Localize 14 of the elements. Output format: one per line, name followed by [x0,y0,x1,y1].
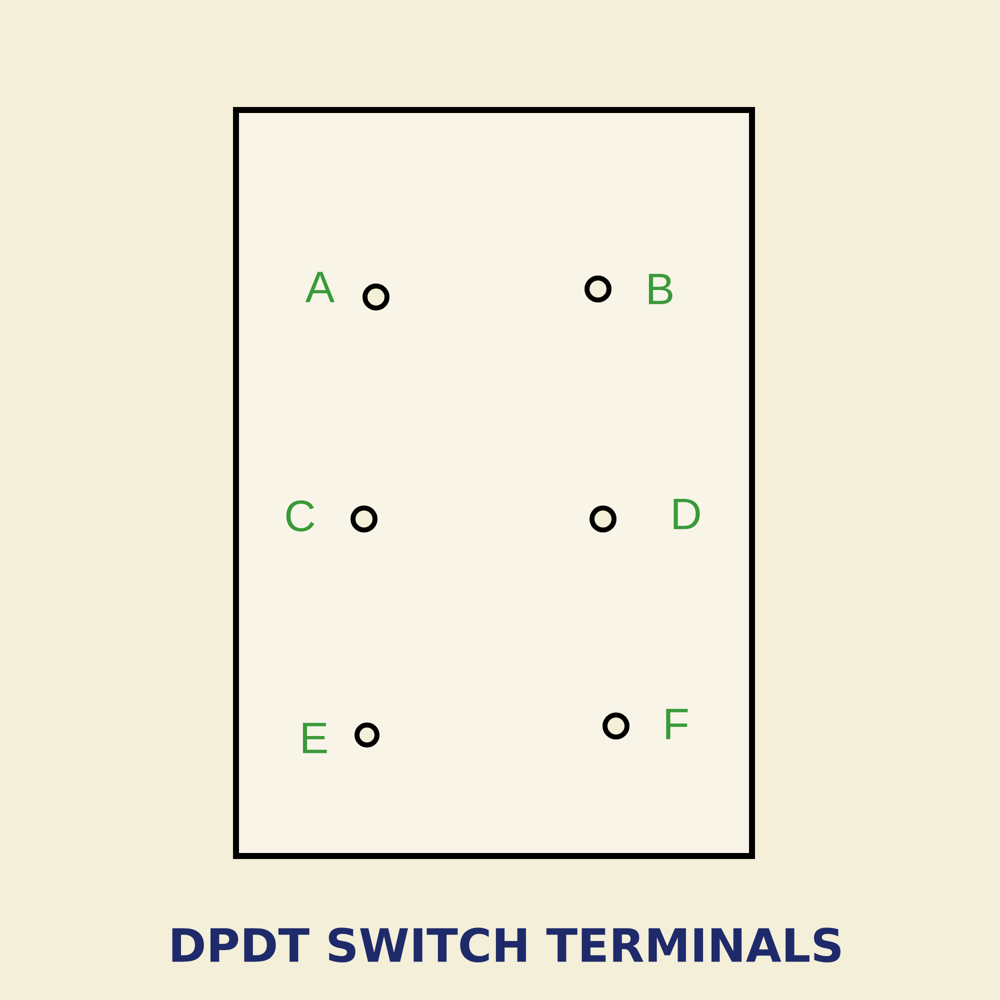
terminal-label: F [666,708,688,740]
terminal-circle [602,712,630,740]
terminal-label: A [305,272,335,302]
terminal-circle [362,284,390,310]
terminal-circle [584,276,612,302]
terminal-circle [590,506,616,532]
terminal-label: B [648,274,672,304]
switch-body [233,107,755,859]
terminal-label: D [674,498,700,530]
terminal-label: C [286,500,314,532]
terminal-circle [354,722,380,748]
caption: DPDT SWITCH TERMINALS [172,928,840,962]
terminal-label: E [302,722,327,754]
terminal-circle [350,506,378,532]
